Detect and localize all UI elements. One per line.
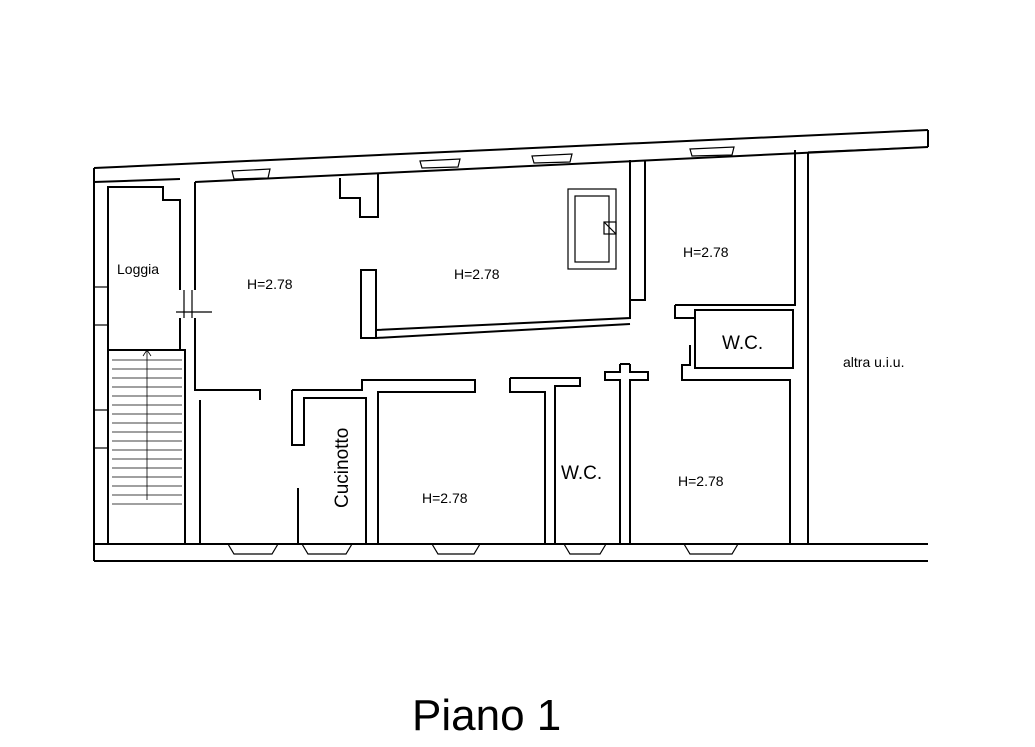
room-e-height: H=2.78 bbox=[678, 473, 724, 489]
top-windows bbox=[231, 146, 735, 180]
room-b-height: H=2.78 bbox=[454, 266, 500, 282]
bottom-windows bbox=[226, 543, 740, 555]
room-c-height: H=2.78 bbox=[683, 244, 729, 260]
kitchenette-label: Cucinotto bbox=[332, 428, 353, 508]
loggia-stair bbox=[93, 186, 212, 544]
room-a-height: H=2.78 bbox=[247, 276, 293, 292]
wc-upper-label: W.C. bbox=[722, 333, 763, 354]
other-unit-label: altra u.i.u. bbox=[843, 354, 904, 370]
room-d-height: H=2.78 bbox=[422, 490, 468, 506]
loggia-label: Loggia bbox=[117, 261, 159, 277]
floor-title: Piano 1 bbox=[412, 691, 561, 740]
room-labels: Loggia H=2.78 H=2.78 H=2.78 W.C. altra u… bbox=[117, 244, 904, 508]
stair-treads bbox=[112, 349, 182, 505]
interior-walls bbox=[194, 146, 929, 544]
outer-walls bbox=[93, 129, 929, 562]
wc-lower-label: W.C. bbox=[561, 463, 602, 484]
